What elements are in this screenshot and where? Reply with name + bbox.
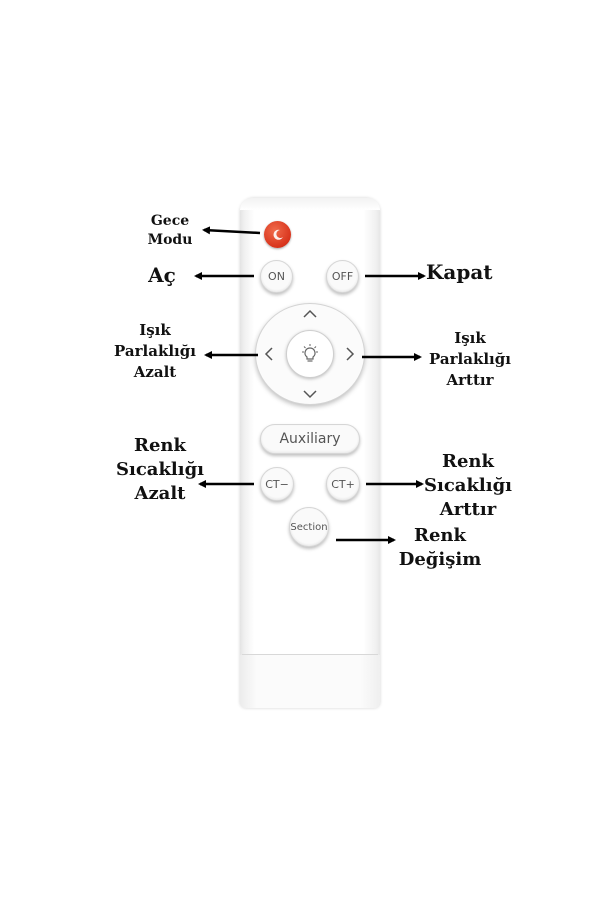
lightbulb-icon	[302, 344, 318, 362]
label-line: Modu	[147, 232, 193, 248]
label-line: Parlaklığı	[114, 342, 196, 360]
label-line: Değişim	[398, 549, 482, 570]
night-mode-button[interactable]	[264, 221, 291, 248]
chevron-up-icon[interactable]	[302, 309, 318, 319]
label-ct-down: Renk Sıcaklığı Azalt	[104, 434, 216, 506]
label-night-mode: Gece Modu	[140, 212, 200, 250]
off-button[interactable]: OFF	[326, 260, 359, 293]
auxiliary-button[interactable]: Auxiliary	[260, 424, 360, 454]
chevron-left-icon[interactable]	[264, 346, 274, 362]
label-color-change: Renk Değişim	[392, 524, 488, 572]
label-line: Işık	[454, 329, 486, 347]
label-line: Sıcaklığı	[115, 459, 205, 480]
ct-plus-button[interactable]: CT+	[326, 467, 360, 501]
chevron-right-icon[interactable]	[345, 346, 355, 362]
crescent-moon-icon	[273, 229, 283, 240]
label-line: Sıcaklığı	[423, 475, 513, 496]
remote-seam	[242, 654, 378, 655]
arrow-night-mode	[202, 226, 261, 235]
label-line: Azalt	[134, 483, 186, 504]
label-line: Renk	[414, 525, 466, 546]
label-off: Kapat	[426, 260, 493, 284]
label-ct-up: Renk Sıcaklığı Arttır	[412, 450, 524, 522]
label-line: Azalt	[133, 363, 177, 381]
remote-top-cap	[240, 198, 380, 210]
label-line: Arttır	[439, 499, 497, 520]
label-line: Renk	[134, 435, 186, 456]
label-line: Arttır	[446, 371, 494, 389]
section-button[interactable]: Section	[289, 507, 329, 547]
label-on: Aç	[148, 263, 176, 287]
on-button[interactable]: ON	[260, 260, 293, 293]
label-brightness-down: Işık Parlaklığı Azalt	[110, 320, 200, 383]
label-line: Parlaklığı	[429, 350, 511, 368]
label-line: Renk	[442, 451, 494, 472]
label-brightness-up: Işık Parlaklığı Arttır	[418, 328, 522, 391]
chevron-down-icon[interactable]	[302, 389, 318, 399]
label-line: Gece	[150, 213, 190, 229]
dpad-center-button[interactable]	[286, 330, 334, 378]
ct-minus-button[interactable]: CT−	[260, 467, 294, 501]
remote-battery-cover	[240, 655, 380, 708]
label-line: Işık	[139, 321, 171, 339]
